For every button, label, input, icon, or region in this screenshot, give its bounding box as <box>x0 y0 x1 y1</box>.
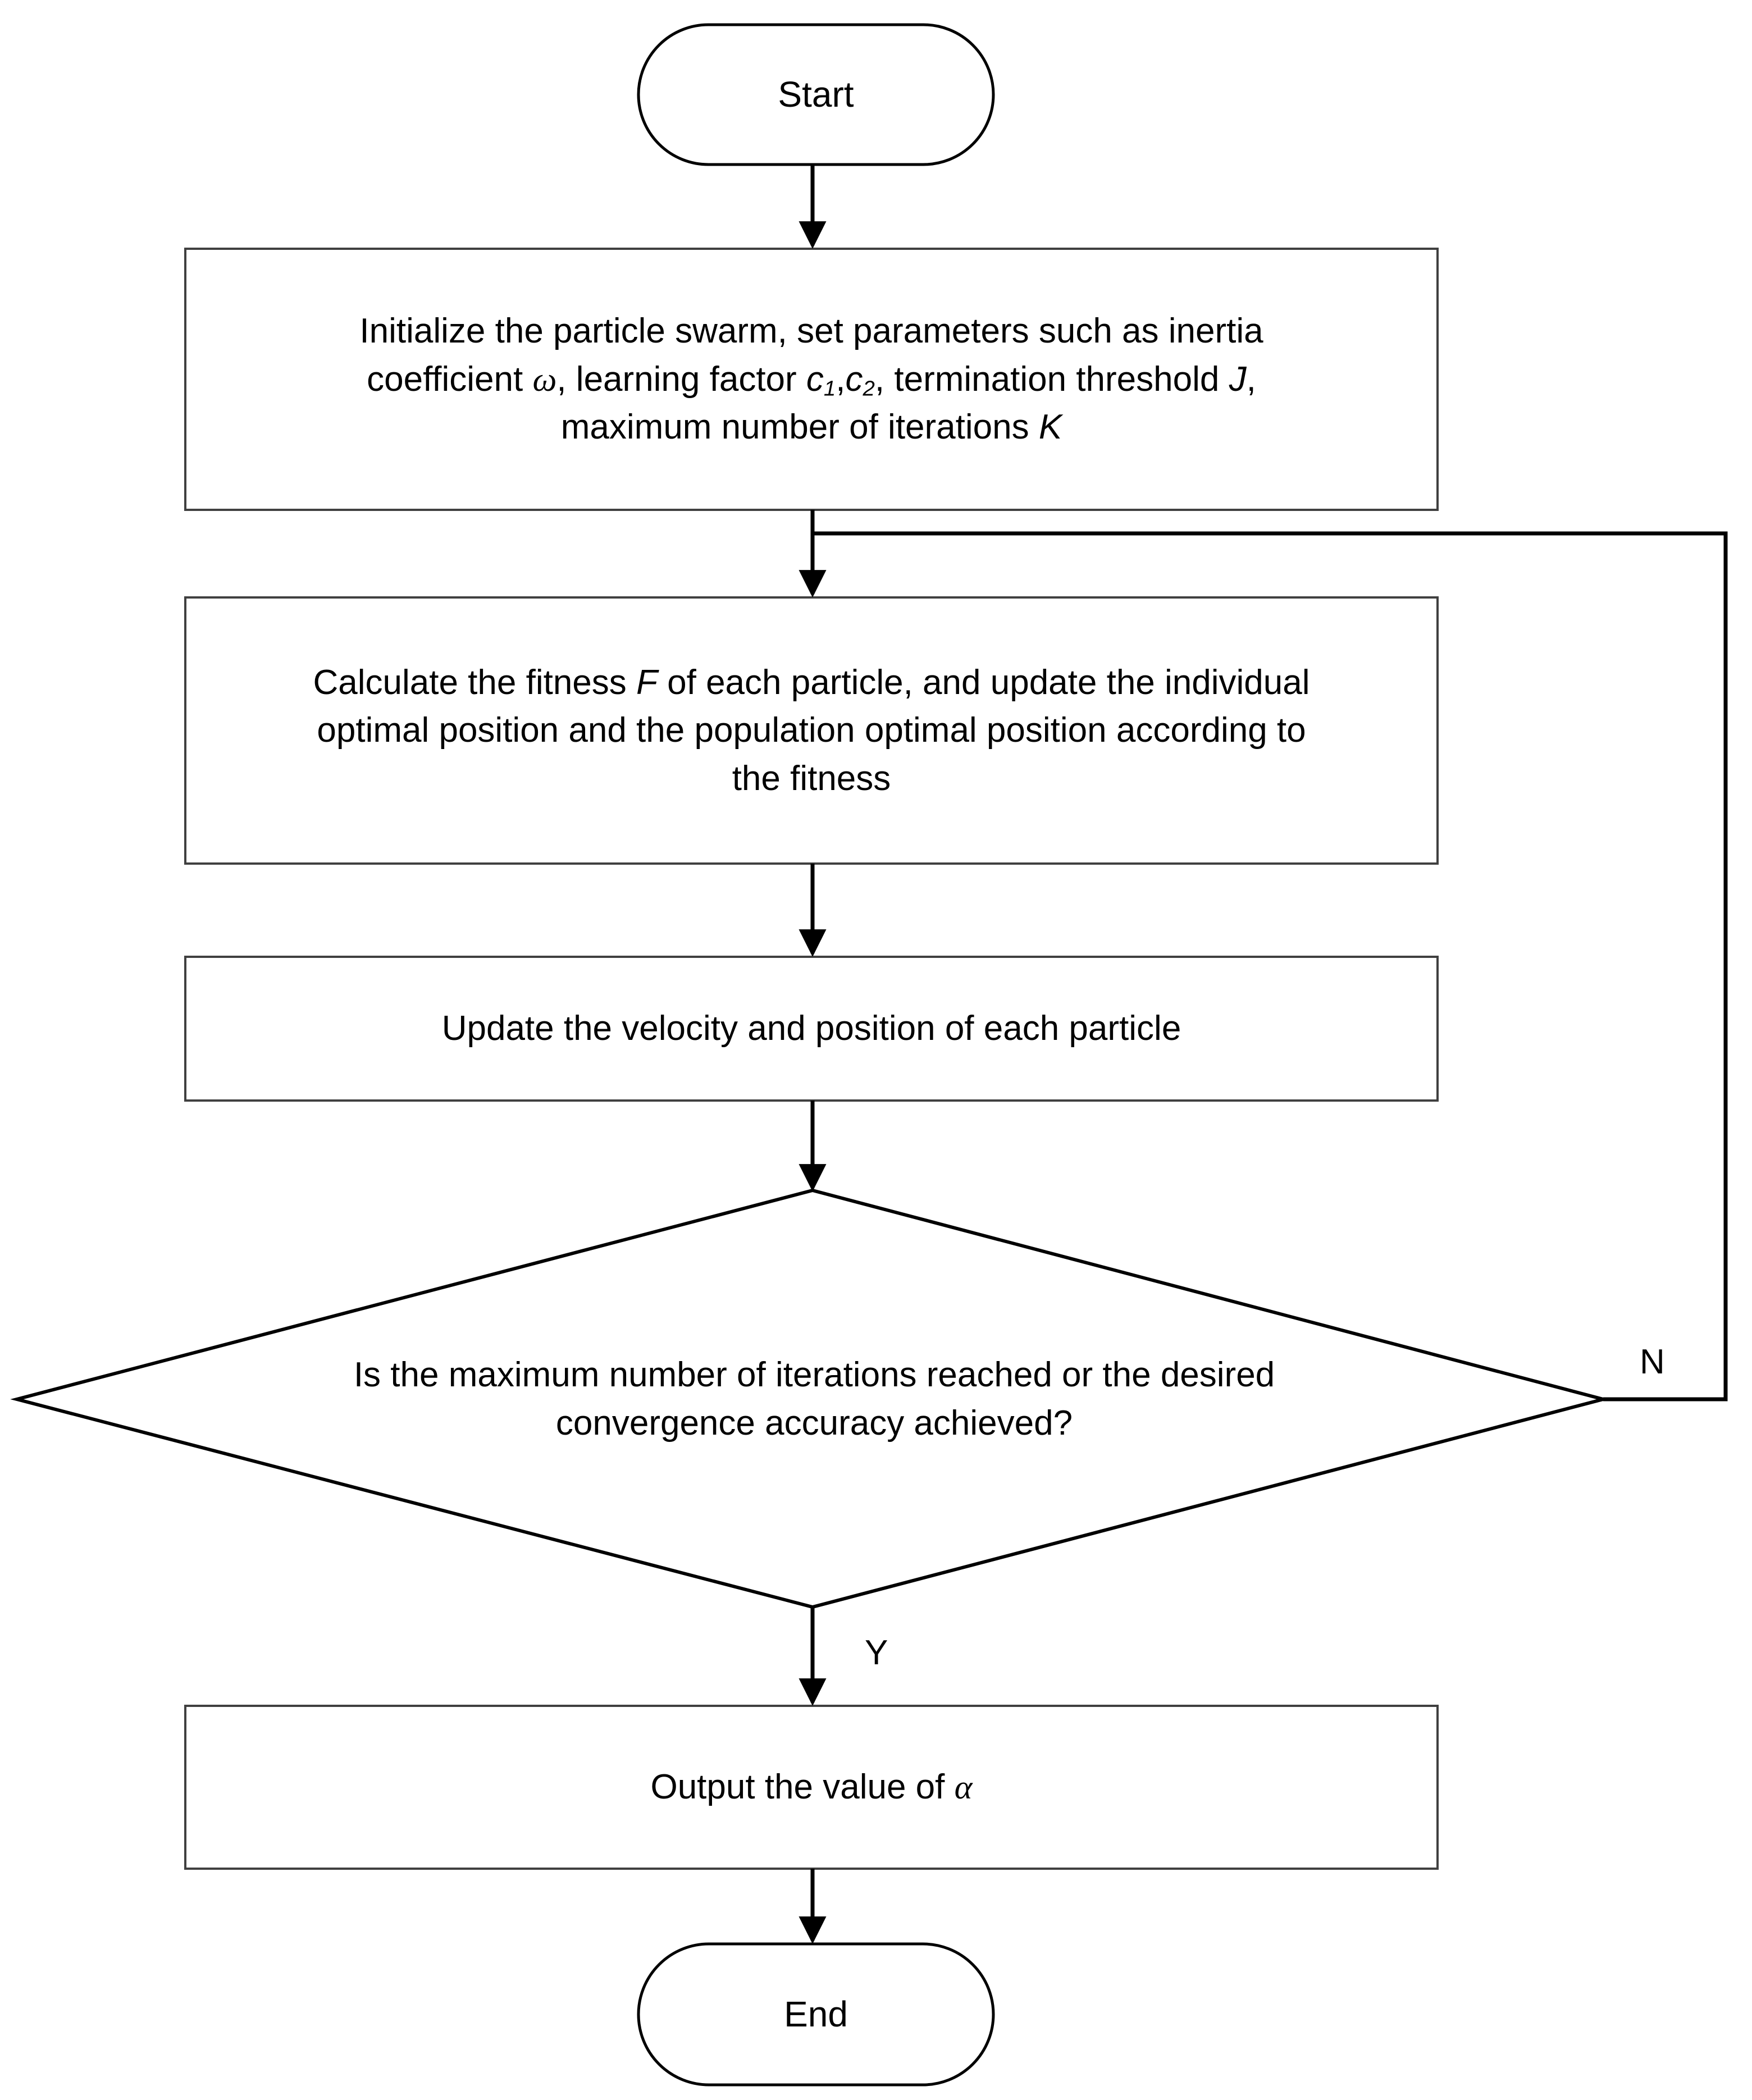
start-node-shape[interactable] <box>637 23 995 166</box>
connector-decision-no-feedback-loop <box>813 531 1728 1401</box>
end-node-shape[interactable] <box>637 1942 995 2087</box>
update-node-shape[interactable] <box>184 956 1439 1102</box>
fitness-node-shape[interactable] <box>184 596 1439 865</box>
edge-label-no: N <box>1640 1343 1665 1381</box>
decision-node-shape[interactable] <box>10 1188 1610 1609</box>
initialize-node-shape[interactable] <box>184 248 1439 511</box>
output-node-shape[interactable] <box>184 1705 1439 1870</box>
edge-label-yes: Y <box>865 1633 888 1672</box>
